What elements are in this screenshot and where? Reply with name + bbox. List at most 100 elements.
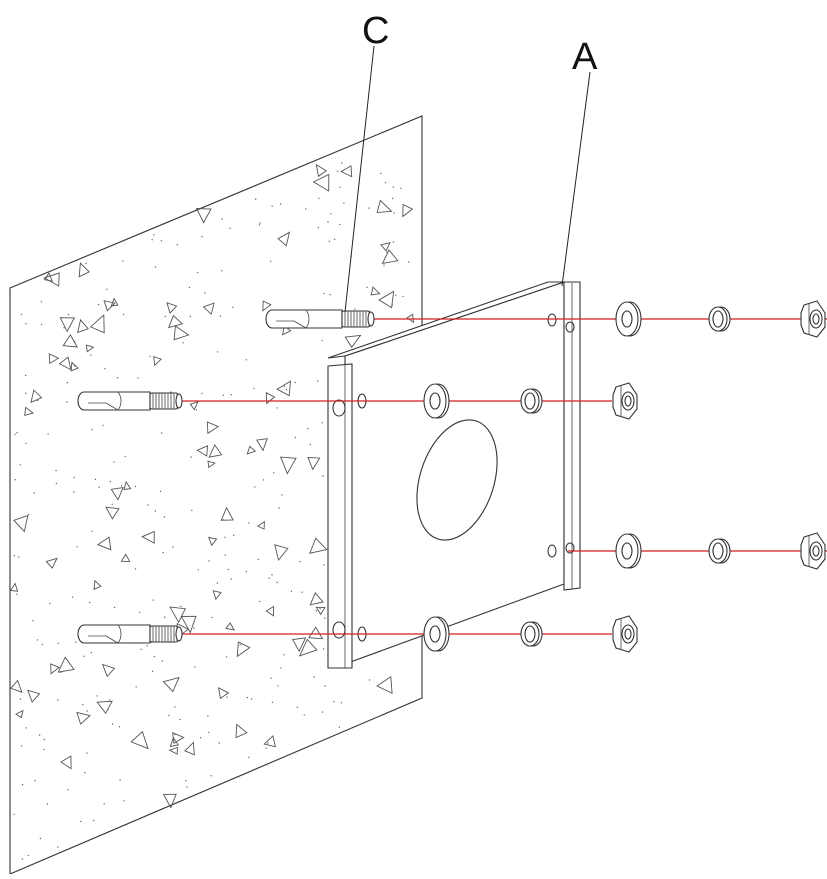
concrete-speck [245, 570, 248, 573]
aggregate-mark [60, 755, 72, 770]
aggregate-mark [189, 401, 199, 411]
concrete-speck [229, 227, 231, 229]
concrete-speck [82, 704, 84, 706]
aggregate-mark [173, 325, 190, 341]
concrete-speck [329, 293, 331, 296]
concrete-speck [113, 461, 115, 463]
concrete-speck [232, 306, 234, 308]
concrete-speck [73, 491, 75, 493]
concrete-speck [339, 186, 341, 188]
concrete-speck [124, 455, 127, 458]
aggregate-mark [406, 313, 415, 324]
concrete-speck [19, 716, 22, 718]
concrete-speck [13, 555, 16, 557]
concrete-speck [170, 391, 172, 393]
aggregate-mark [265, 391, 276, 405]
concrete-speck [55, 482, 58, 485]
concrete-speck [39, 837, 42, 840]
flat-washer [423, 616, 450, 652]
concrete-speck [174, 706, 176, 708]
concrete-speck [259, 600, 261, 603]
hex-nut [612, 615, 638, 653]
concrete-speck [146, 645, 148, 647]
concrete-speck [201, 392, 203, 394]
concrete-speck [318, 197, 320, 200]
concrete-speck [277, 685, 279, 687]
concrete-speck [88, 601, 91, 604]
concrete-speck [281, 494, 283, 496]
concrete-speck [55, 469, 57, 472]
aggregate-mark [166, 302, 178, 314]
aggregate-mark [27, 689, 41, 703]
concrete-speck [162, 551, 164, 554]
concrete-speck [102, 424, 104, 427]
aggregate-mark [162, 676, 180, 693]
concrete-speck [96, 695, 98, 697]
concrete-speck [319, 608, 321, 610]
callout-label-a: A [572, 36, 598, 78]
aggregate-mark [236, 641, 251, 658]
concrete-speck [221, 218, 223, 220]
aggregate-mark [256, 438, 268, 452]
concrete-speck [139, 611, 141, 613]
concrete-speck [338, 726, 341, 728]
concrete-speck [402, 295, 404, 298]
concrete-speck [40, 301, 43, 303]
aggregate-mark [277, 231, 291, 247]
fasteners [423, 300, 826, 653]
concrete-speck [153, 655, 156, 658]
concrete-speck [269, 260, 272, 262]
concrete-speck [21, 745, 23, 747]
concrete-speck [172, 546, 174, 548]
aggregate-mark [10, 679, 23, 693]
aggregate-mark [13, 514, 29, 533]
concrete-speck [18, 556, 20, 558]
leader-line-c [344, 45, 375, 313]
concrete-speck [267, 742, 269, 744]
concrete-speck [299, 560, 301, 563]
aggregate-mark [291, 637, 307, 653]
lock-washer [708, 306, 731, 332]
concrete-speck [80, 820, 82, 823]
concrete-speck [43, 748, 45, 751]
concrete-speck [116, 377, 119, 379]
concrete-speck [211, 616, 213, 619]
aggregate-mark [15, 709, 24, 719]
mounting-plate [327, 281, 581, 669]
concrete-speck [268, 577, 270, 579]
hex-nut [800, 300, 826, 338]
concrete-speck [16, 432, 18, 434]
aggregate-mark [381, 249, 399, 264]
concrete-speck [57, 699, 59, 701]
concrete-speck [294, 436, 296, 439]
concrete-speck [84, 771, 86, 774]
concrete-speck [271, 574, 273, 576]
concrete-speck [151, 239, 153, 241]
concrete-speck [262, 479, 265, 481]
concrete-speck [16, 593, 18, 595]
concrete-speck [246, 696, 248, 699]
concrete-speck [189, 315, 192, 318]
aggregate-mark [85, 344, 95, 353]
aggregate-mark [180, 615, 197, 634]
concrete-speck [93, 588, 95, 591]
aggregate-mark [45, 557, 58, 569]
concrete-speck [340, 702, 343, 704]
aggregate-mark [167, 314, 184, 329]
aggregate-mark [207, 460, 216, 469]
concrete-speck [182, 342, 184, 344]
concrete-speck [283, 385, 286, 388]
concrete-speck [271, 205, 273, 207]
concrete-speck [321, 422, 323, 424]
concrete-speck [216, 582, 218, 584]
aggregate-mark [77, 318, 89, 334]
concrete-speck [257, 558, 259, 561]
concrete-speck [91, 428, 93, 431]
concrete-speck [392, 241, 395, 243]
aggregate-mark [402, 203, 414, 218]
concrete-speck [222, 519, 224, 521]
concrete-speck [339, 223, 341, 226]
aggregate-mark [315, 606, 326, 616]
concrete-speck [324, 685, 326, 687]
